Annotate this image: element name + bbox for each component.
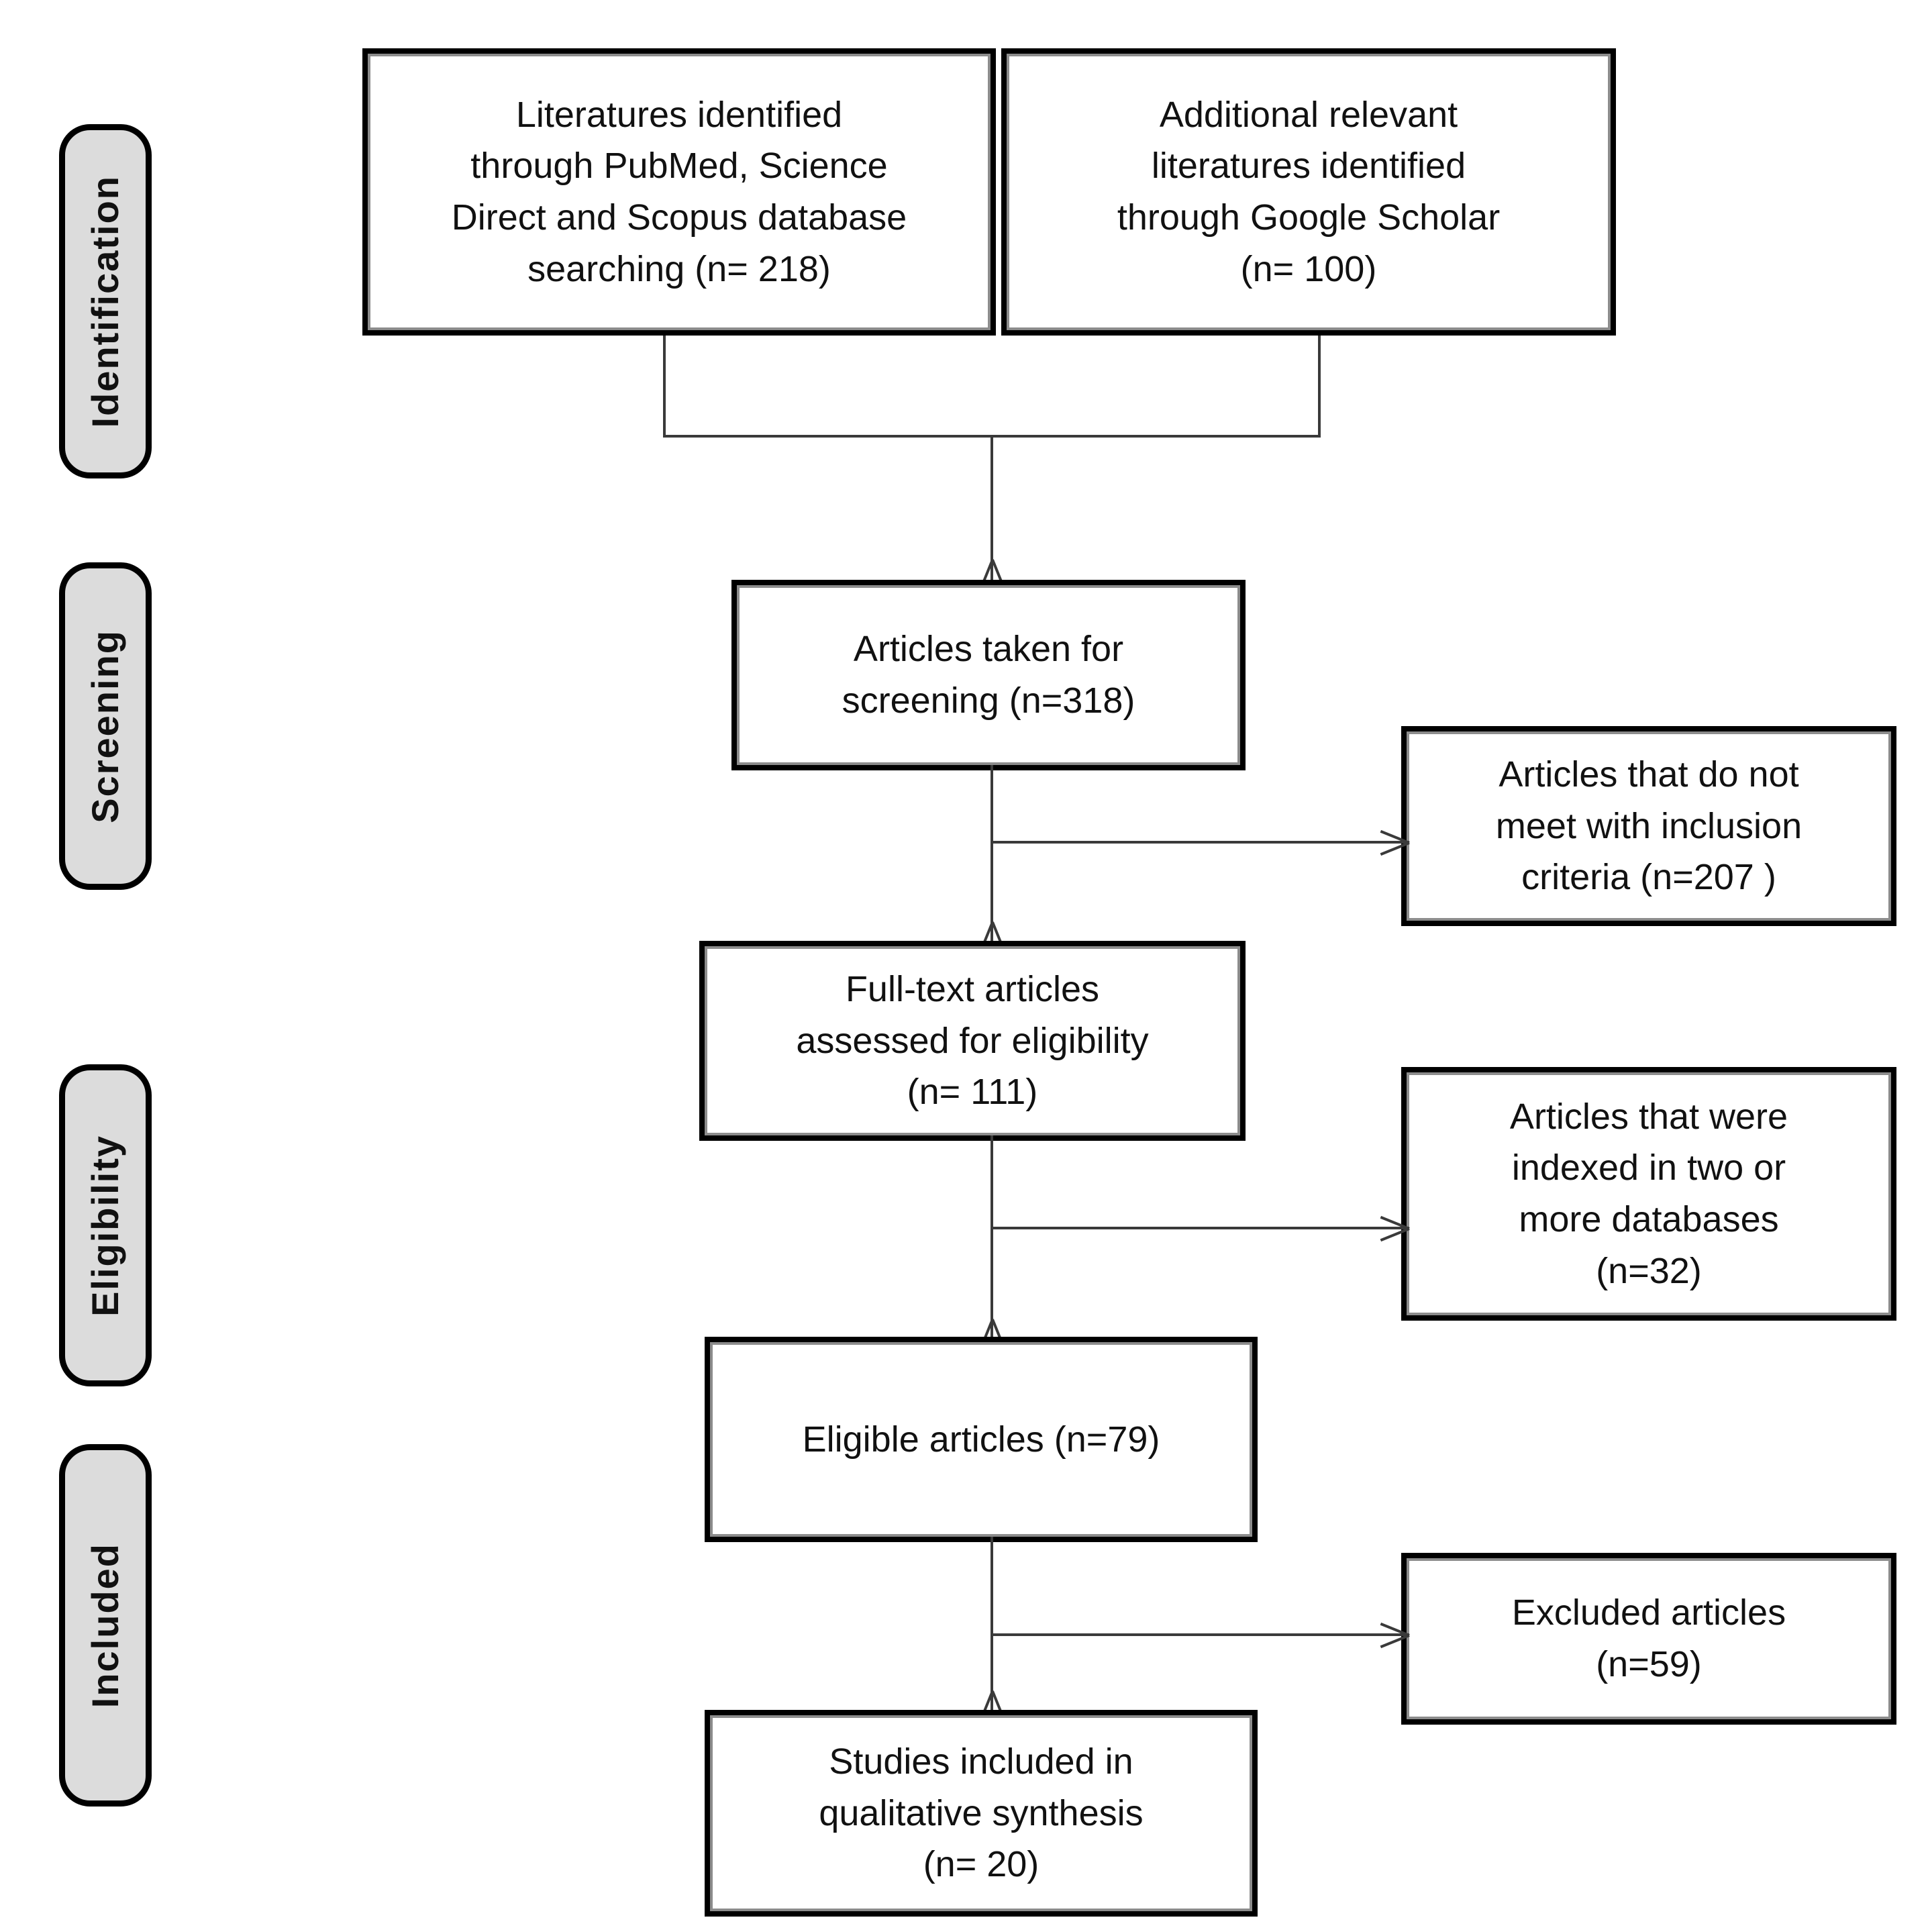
box-source-scholar-text: Additional relevant literatures identifi… [1117,94,1501,289]
phase-label-identification: Identification [84,174,126,428]
phase-label-eligibility: Eligibility [84,1134,126,1317]
phase-label-screening: Screening [84,629,126,823]
box-fulltext-eligibility-text: Full-text articles assessed for eligibil… [796,968,1149,1113]
box-eligible-text: Eligible articles (n=79) [802,1419,1160,1460]
box-source-scholar: Additional relevant literatures identifi… [1007,54,1611,330]
phase-label-included: Included [84,1542,126,1709]
connector-fulltext-to-eligible [991,1135,993,1345]
phase-pill-included: Included [59,1444,152,1807]
merge-bracket-identification [663,336,1321,438]
box-excluded-inclusion-criteria-text: Articles that do not meet with inclusion… [1495,754,1803,898]
box-excluded-duplicates-text: Articles that were indexed in two or mor… [1509,1096,1788,1291]
box-eligible: Eligible articles (n=79) [710,1342,1252,1537]
box-excluded-inclusion-criteria: Articles that do not meet with inclusion… [1407,731,1891,921]
connector-identification-to-screening [991,438,993,585]
box-excluded-articles: Excluded articles (n=59) [1407,1558,1891,1719]
arrowhead-to-excluded-duplicates [1378,1213,1408,1243]
connector-eligible-to-excluded-articles [992,1633,1409,1636]
phase-pill-identification: Identification [59,124,152,478]
box-fulltext-eligibility: Full-text articles assessed for eligibil… [705,946,1240,1135]
arrowhead-to-excluded-criteria [1378,827,1408,857]
box-excluded-duplicates: Articles that were indexed in two or mor… [1407,1072,1891,1315]
box-source-databases-text: Literatures identified through PubMed, S… [451,94,907,289]
box-included-synthesis: Studies included in qualitative synthesi… [710,1715,1252,1911]
arrowhead-to-excluded-articles [1378,1620,1408,1649]
phase-pill-eligibility: Eligibility [59,1064,152,1386]
connector-screening-to-excluded-criteria [992,841,1409,844]
box-source-databases: Literatures identified through PubMed, S… [368,54,991,330]
connector-fulltext-to-excluded-duplicates [992,1227,1409,1229]
connector-eligible-to-included [991,1537,993,1717]
connector-screening-to-fulltext [991,765,993,948]
box-excluded-articles-text: Excluded articles (n=59) [1511,1592,1786,1684]
phase-pill-screening: Screening [59,562,152,890]
box-screening-text: Articles taken for screening (n=318) [842,629,1135,721]
box-included-synthesis-text: Studies included in qualitative synthesi… [819,1741,1144,1885]
box-screening: Articles taken for screening (n=318) [737,585,1240,765]
